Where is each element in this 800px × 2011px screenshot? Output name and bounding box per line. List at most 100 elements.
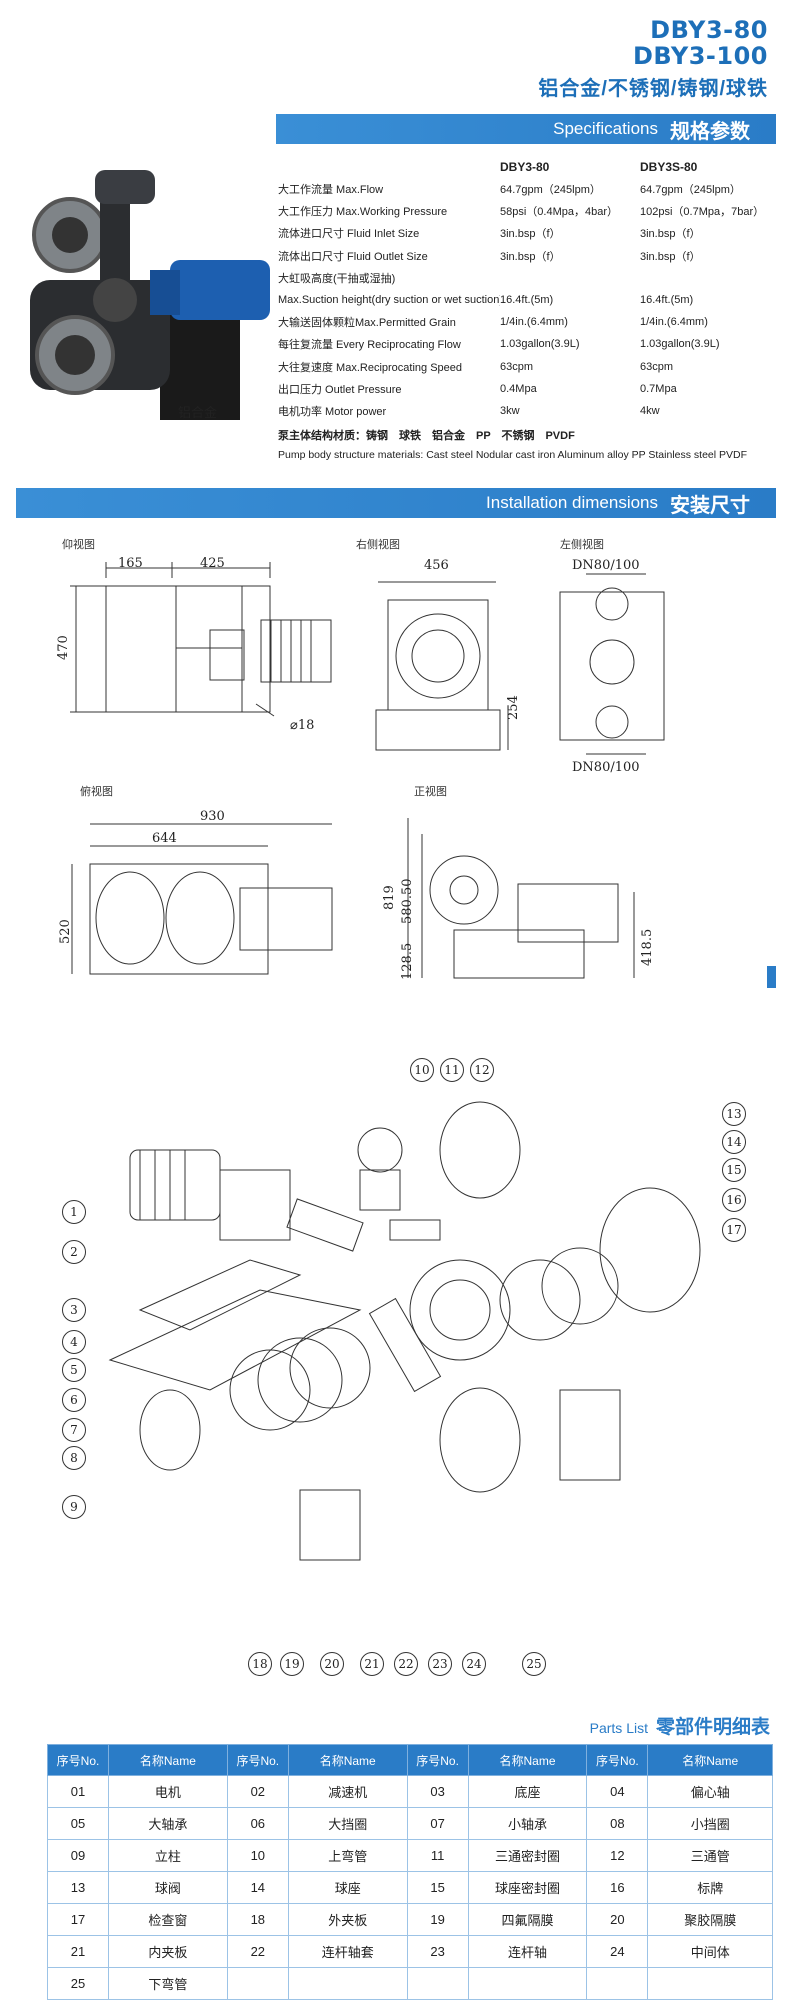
part-callout: 22 [394,1652,418,1676]
spec-value-2: 4kw [640,405,660,417]
part-name [467,1967,588,2000]
dim-dn-bottom: DN80/100 [572,760,640,775]
part-name: 球座 [287,1871,408,1904]
part-callout: 19 [280,1652,304,1676]
spec-col1-header: DBY3-80 [500,160,550,174]
spec-label: 大往复速度 Max.Reciprocating Speed [278,361,463,374]
part-name: 连杆轴 [467,1935,588,1968]
spec-value-2: 1/4in.(6.4mm) [640,316,708,329]
part-callout: 12 [470,1058,494,1082]
installation-bar: Installation dimensions 安装尺寸 [16,488,776,518]
parts-header-row: 序号No. 名称Name 序号No. 名称Name 序号No. 名称Name 序… [46,1744,773,1776]
part-number: 02 [226,1775,289,1808]
spec-row: 电机功率 Motor power 3kw 4kw [278,400,778,422]
specifications-cn: 规格参数 [670,120,750,143]
spec-value-1: 1.03gallon(3.9L) [500,338,580,351]
part-callout: 16 [722,1188,746,1212]
part-callout: 9 [62,1495,86,1519]
spec-value-2: 63cpm [640,360,674,373]
model-title-2: DBY3-100 [632,42,768,70]
dim-418: 418.5 [640,928,655,966]
dim-819: 819 [382,885,397,910]
part-number: 11 [406,1839,469,1872]
part-name: 小轴承 [467,1807,588,1840]
part-callout: 6 [62,1388,86,1412]
pump-photo [30,170,270,420]
spec-label: 电机功率 Motor power [278,406,387,418]
part-name: 四氟隔膜 [467,1903,588,1936]
part-number: 01 [46,1775,110,1808]
part-number: 08 [586,1807,649,1840]
part-callout: 3 [62,1298,86,1322]
col-name: 名称Name [287,1744,408,1776]
parts-table: 序号No. 名称Name 序号No. 名称Name 序号No. 名称Name 序… [46,1744,773,2000]
spec-label: 大工作压力 Max.Working Pressure [278,206,448,219]
spec-value-2: 0.7Mpa [640,382,677,395]
part-callout: 11 [440,1058,464,1082]
spec-value-1: 1/4in.(6.4mm) [500,316,568,329]
installation-en: Installation dimensions [486,493,658,512]
part-callout: 25 [522,1652,546,1676]
part-name: 标牌 [647,1871,773,1904]
part-callout: 2 [62,1240,86,1264]
spec-value-1: 3kw [500,405,520,417]
part-callout: 24 [462,1652,486,1676]
part-number: 04 [586,1775,649,1808]
part-name: 三通密封圈 [467,1839,588,1872]
part-number: 23 [406,1935,469,1968]
view-bottom-label: 仰视图 [62,539,95,551]
part-number: 03 [406,1775,469,1808]
spec-label: Max.Suction height(dry suction or wet su… [278,294,500,306]
parts-title: Parts List 零部件明细表 [590,1712,770,1739]
spec-header-row: DBY3-80 DBY3S-80 [278,156,778,178]
dim-425: 425 [200,556,225,571]
spec-value-1: 3in.bsp（f） [500,228,561,241]
part-number: 20 [586,1903,649,1936]
spec-value-1: 3in.bsp（f） [500,250,561,263]
spec-value-1: 64.7gpm（245lpm） [500,184,601,196]
part-callout: 4 [62,1330,86,1354]
col-no: 序号No. [406,1744,469,1776]
photo-caption: 铝合金 [178,405,218,420]
spec-value-1: 0.4Mpa [500,382,537,395]
installation-cn: 安装尺寸 [670,494,750,517]
col-name: 名称Name [108,1744,228,1776]
col-no: 序号No. [586,1744,649,1776]
part-callout: 1 [62,1200,86,1224]
spec-row: 大输送固体颗粒Max.Permitted Grain 1/4in.(6.4mm) 1… [278,311,778,333]
part-number: 22 [226,1935,289,1968]
spec-value-2: 1.03gallon(3.9L) [640,338,720,351]
part-number [586,1967,649,2000]
view-right-label: 右侧视图 [356,539,400,551]
part-number: 05 [46,1807,110,1840]
spec-label: 出口压力 Outlet Pressure [278,383,402,396]
part-number: 21 [46,1935,110,1968]
part-number: 07 [406,1807,469,1840]
part-callout: 5 [62,1358,86,1382]
dim-d18: ⌀18 [290,718,315,733]
part-number: 14 [226,1871,289,1904]
part-callout: 17 [722,1218,746,1242]
part-number: 18 [226,1903,289,1936]
top-view-drawing [71,823,333,975]
specifications-en: Specifications [553,119,658,138]
dim-520: 520 [58,919,73,944]
dim-128: 128.5 [400,942,415,980]
materials-cn: 泵主体结构材质：铸钢 球铁 铝合金 PP 不锈钢 PVDF [278,430,575,442]
part-name: 大挡圈 [287,1807,408,1840]
specifications-bar: Specifications 规格参数 [276,114,776,144]
part-name: 下弯管 [108,1967,228,2000]
view-left-label: 左侧视图 [560,539,604,551]
spec-label: 大输送固体颗粒Max.Permitted Grain [278,317,456,330]
spec-label: 流体进口尺寸 Fluid Inlet Size [278,228,420,241]
spec-row: 大虹吸高度(干抽或湿抽) [278,267,778,289]
view-front-label: 正视图 [414,786,447,798]
part-callout: 23 [428,1652,452,1676]
